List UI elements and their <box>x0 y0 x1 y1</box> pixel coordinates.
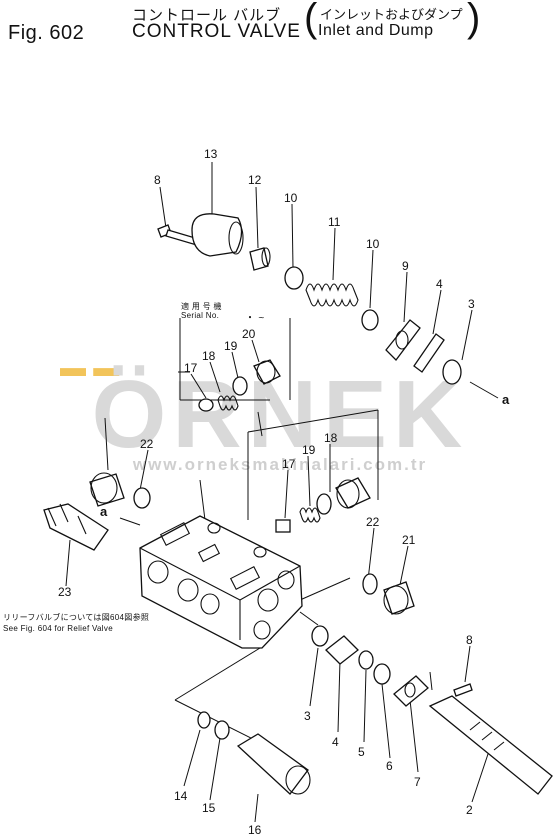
part-2-spool <box>428 695 553 795</box>
part-label: 3 <box>468 297 475 311</box>
relief-valve-note-japanese: リリーフバルブについては図604図参照 <box>3 613 150 622</box>
part-label: 16 <box>248 823 262 837</box>
part-6-ring <box>373 663 391 685</box>
part-label: 17 <box>282 457 296 471</box>
part-8-bolt-lower <box>453 683 473 697</box>
part-label: 22 <box>366 515 380 529</box>
part-label: 11 <box>328 215 341 229</box>
part-7-flange <box>393 675 429 707</box>
part-11-spring <box>305 283 359 307</box>
part-label: 7 <box>414 775 421 789</box>
part-18-spring-lower <box>299 507 321 523</box>
part-12-plug <box>249 247 271 271</box>
part-label: 5 <box>358 745 365 759</box>
part-label: 4 <box>436 277 443 291</box>
part-19-oring-upper <box>232 376 248 396</box>
part-14-oring <box>197 711 211 729</box>
watermark-umlaut-dots: ▬ ▬ <box>60 352 120 382</box>
part-label: 9 <box>402 259 409 273</box>
part-16-plug <box>236 733 311 795</box>
part-5-oring <box>358 650 374 670</box>
part-label: 2 <box>466 803 473 817</box>
reference-a-left: a <box>100 504 108 519</box>
part-label: 12 <box>248 173 262 187</box>
part-21-plug <box>383 581 415 615</box>
part-4-gasket-lower <box>325 635 359 665</box>
part-label: 22 <box>140 437 154 451</box>
part-label: 8 <box>466 633 473 647</box>
part-label: 18 <box>202 349 216 363</box>
part-10-ring-lower <box>361 309 379 331</box>
part-plug-left-upper <box>89 472 125 507</box>
title-japanese: コントロール バルブ <box>132 7 282 24</box>
part-9-flange <box>385 319 421 361</box>
figure-number: Fig. 602 <box>8 22 85 44</box>
part-23-relief-valve <box>43 503 109 551</box>
part-label: 3 <box>304 709 311 723</box>
serial-note-english: Serial No. <box>181 311 220 320</box>
watermark-url: www.orneksmakinalari.com.tr <box>132 455 428 474</box>
part-label: 19 <box>224 339 238 353</box>
part-label: 19 <box>302 443 316 457</box>
part-label: 14 <box>174 789 188 803</box>
subtitle-english: Inlet and Dump <box>318 22 434 39</box>
watermark-brand: ÖRNEK <box>91 361 469 468</box>
part-19-oring-lower <box>316 493 332 515</box>
part-10-ring-upper <box>284 266 304 290</box>
valve-body <box>139 515 303 649</box>
relief-valve-note-english: See Fig. 604 for Relief Valve <box>3 624 113 633</box>
part-label: 15 <box>202 801 216 815</box>
part-label: 8 <box>154 173 161 187</box>
title-english: CONTROL VALVE <box>132 21 301 42</box>
part-label: 18 <box>324 431 338 445</box>
part-17-plunger-lower <box>275 519 291 533</box>
part-20-plug <box>253 359 281 385</box>
part-3-ring-upper <box>442 359 462 385</box>
part-15-ring <box>214 720 230 740</box>
part-22-oring-lower <box>362 573 378 595</box>
serial-note-japanese: 適 用 号 機 <box>181 302 222 311</box>
part-label: 17 <box>184 361 198 375</box>
part-17-plunger-upper <box>198 398 214 412</box>
part-label: 10 <box>284 191 298 205</box>
leader-lines <box>65 162 499 823</box>
part-label: 10 <box>366 237 380 251</box>
part-number-labels: 8 13 12 10 11 10 9 4 3 20 19 18 17 22 18… <box>58 147 475 837</box>
part-plug-right-inner <box>335 477 371 509</box>
part-22-oring-upper <box>133 487 151 509</box>
part-4-gasket-upper <box>413 333 445 373</box>
part-18-spring-upper <box>217 395 239 411</box>
part-label: 4 <box>332 735 339 749</box>
part-label: 21 <box>402 533 416 547</box>
serial-range-marks: ・ ~ <box>245 313 265 324</box>
part-13-cover <box>191 213 244 257</box>
reference-a-right: a <box>502 392 510 407</box>
subtitle-japanese: インレットおよびダンプ <box>320 7 463 22</box>
subtitle-paren-close: ) <box>467 0 481 40</box>
part-label: 23 <box>58 585 72 599</box>
part-label: 13 <box>204 147 218 161</box>
part-3-ring-lower <box>311 625 329 647</box>
part-label: 6 <box>386 759 393 773</box>
part-label: 20 <box>242 327 256 341</box>
subtitle-paren-open: ( <box>304 0 318 40</box>
